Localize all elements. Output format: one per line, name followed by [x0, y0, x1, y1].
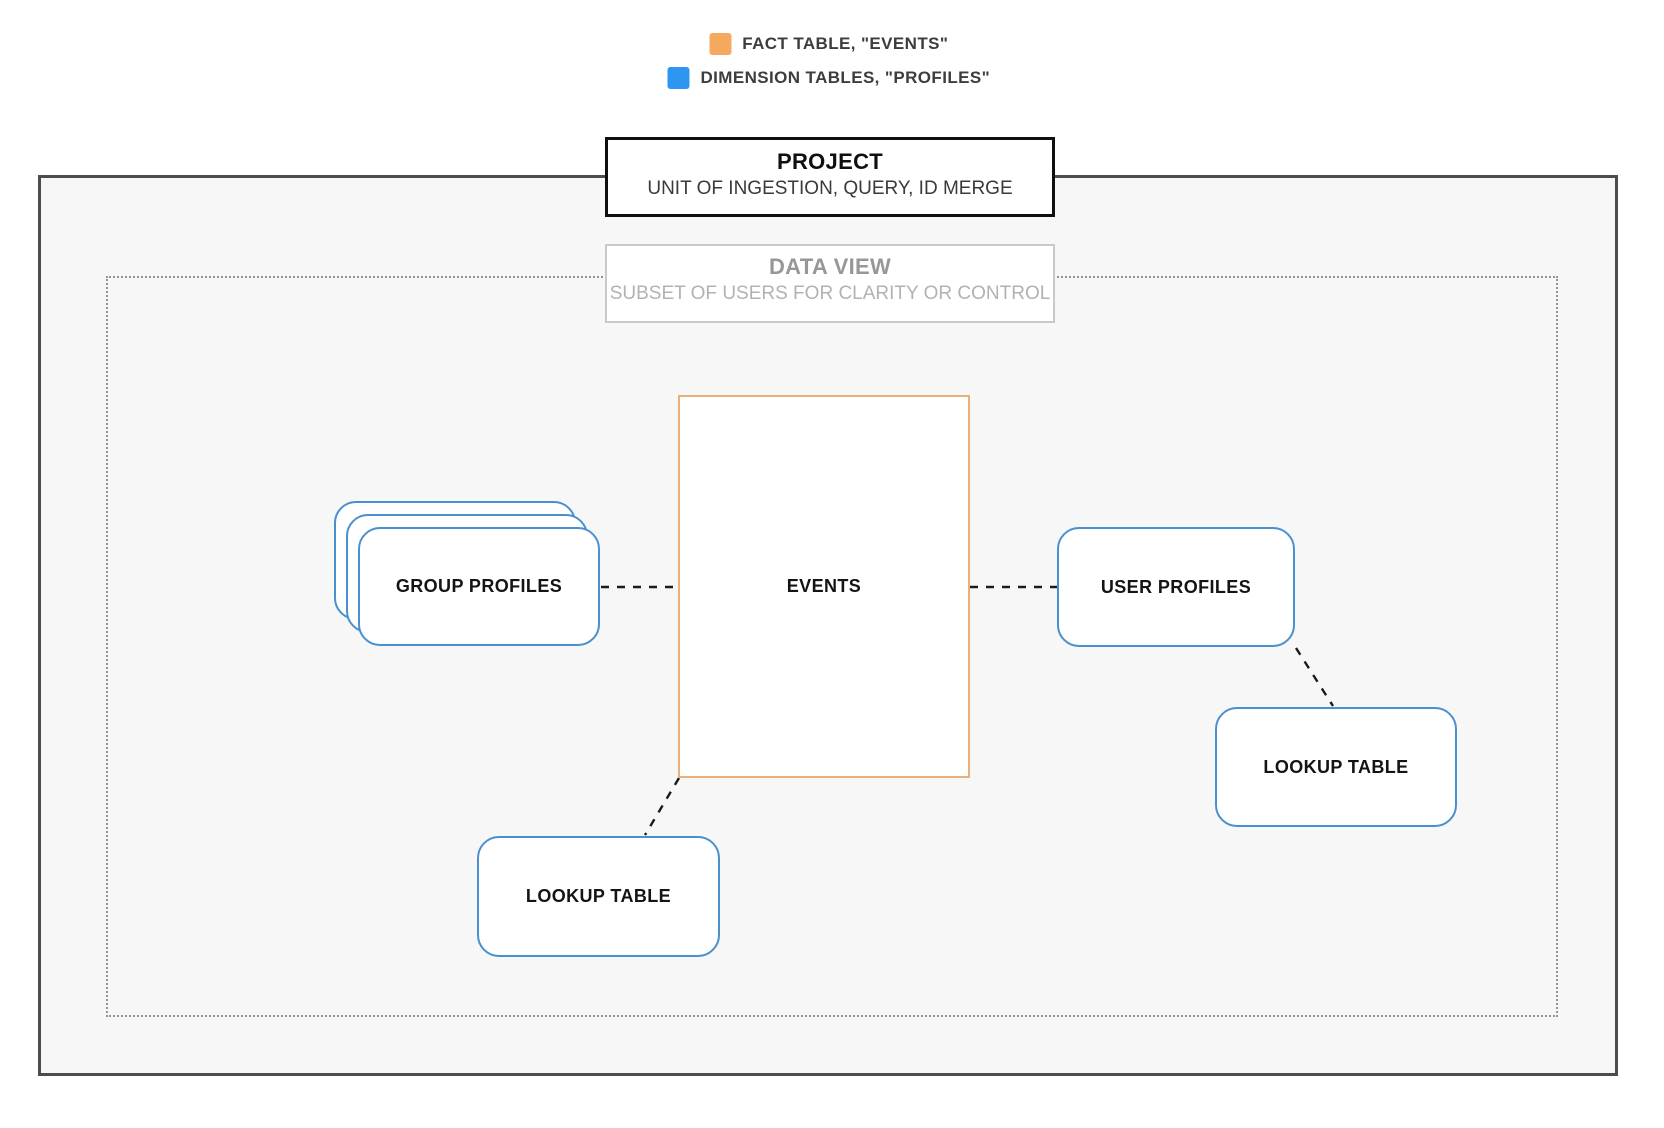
connector-events-lookup [643, 777, 681, 836]
fact-table-swatch-icon [709, 33, 732, 55]
user-profiles-node: USER PROFILES [1057, 527, 1295, 647]
lookup-table-right-node: LOOKUP TABLE [1215, 707, 1457, 827]
project-header-box: PROJECT UNIT OF INGESTION, QUERY, ID MER… [605, 137, 1055, 217]
data-view-subtitle: SUBSET OF USERS FOR CLARITY OR CONTROL [609, 283, 1051, 304]
dimension-tables-legend-label: DIMENSION TABLES, "PROFILES" [700, 68, 991, 87]
lookup-table-bottom-node: LOOKUP TABLE [477, 836, 720, 957]
group-profiles-label: GROUP PROFILES [395, 576, 563, 596]
project-title: PROJECT [776, 149, 883, 174]
lookup-table-bottom-label: LOOKUP TABLE [525, 886, 672, 906]
group-profiles-card-front: GROUP PROFILES [358, 527, 600, 646]
events-node: EVENTS [678, 395, 970, 778]
data-view-header-box: DATA VIEW SUBSET OF USERS FOR CLARITY OR… [605, 244, 1055, 323]
legend-item-dimension-tables: DIMENSION TABLES, "PROFILES" [667, 67, 990, 89]
fact-table-legend-label: FACT TABLE, "EVENTS" [742, 34, 949, 53]
connector-user-profiles-lookup [1294, 647, 1335, 707]
user-profiles-label: USER PROFILES [1100, 576, 1252, 597]
legend-item-fact-table: FACT TABLE, "EVENTS" [709, 33, 948, 55]
data-view-title: DATA VIEW [768, 254, 892, 279]
legend: FACT TABLE, "EVENTS" DIMENSION TABLES, "… [667, 33, 990, 89]
project-subtitle: UNIT OF INGESTION, QUERY, ID MERGE [647, 178, 1013, 199]
lookup-table-right-label: LOOKUP TABLE [1263, 756, 1409, 777]
events-label: EVENTS [786, 576, 862, 596]
dimension-tables-swatch-icon [667, 67, 690, 89]
